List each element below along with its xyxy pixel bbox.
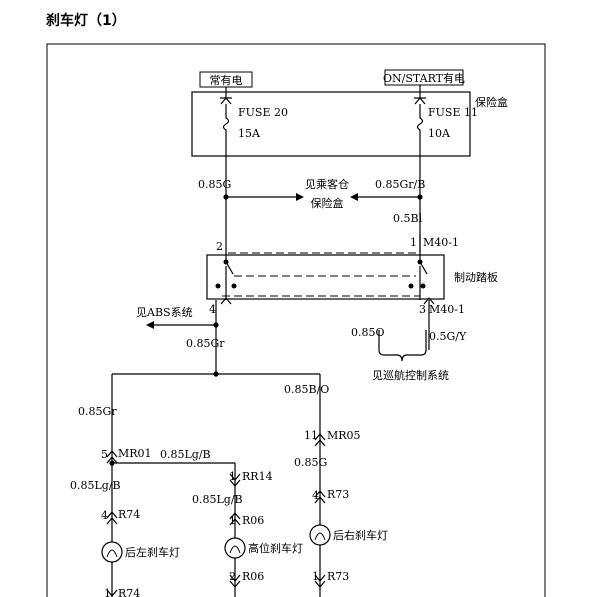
connector-icon [314, 574, 326, 588]
wire-label-w6: 0.85Lg/B [160, 448, 211, 461]
wire-label-w1: 0.85G [198, 178, 231, 191]
pedal-connector-top: M40-1 [423, 236, 459, 249]
wire-label-w11: 0.85O [351, 326, 385, 339]
source-left-label: 常有电 [210, 73, 243, 87]
pedal-connector-bottom: M40-1 [429, 303, 465, 316]
mr05-pin: 11 [304, 429, 318, 442]
pedal-pin-2: 2 [216, 240, 223, 253]
diagram-frame [46, 43, 546, 597]
arrow-left-icon [146, 321, 154, 329]
r74-label: R74 [118, 508, 140, 521]
connector-arrow-icon [220, 97, 232, 105]
brake-pedal-label: 制动踏板 [454, 270, 498, 284]
connector-icon [106, 511, 118, 525]
fuse-left-rating: 15A [238, 127, 261, 140]
wire-label-w9: 0.85B/O [284, 383, 329, 396]
fuse-right-rating: 10A [428, 127, 451, 140]
mr01-pin: 5 [101, 448, 108, 461]
lamp-high-label: 高位刹车灯 [248, 541, 303, 555]
ref-passenger-fuse: 见乘客仓 [305, 177, 349, 191]
wire-label-w7: 0.85Lg/B [70, 479, 121, 492]
wire-label-w8: 0.85Lg/B [192, 493, 243, 506]
r73-label: R73 [327, 488, 349, 501]
connector-icon [314, 490, 326, 504]
r73b-label: R73 [327, 570, 349, 583]
connector-icon [106, 450, 118, 464]
fuse-left-icon [222, 104, 230, 150]
wire-label-w2: 0.85Gr/B [375, 178, 425, 191]
fuse-left-name: FUSE 20 [238, 106, 288, 119]
r06-label: R06 [242, 514, 264, 527]
source-right-label: ON/START有电 [383, 71, 465, 85]
pedal-pin-4: 4 [209, 303, 216, 316]
wire-label-w5: 0.85Gr [78, 405, 117, 418]
arrow-left-icon [350, 193, 358, 201]
fuse-box [191, 91, 471, 157]
ref-passenger-fuse-2: 保险盒 [311, 196, 344, 210]
r74b-pin: 1 [104, 587, 111, 597]
fuse-right-name: FUSE 11 [428, 106, 478, 119]
lamp-right-icon [309, 524, 331, 546]
r74b-label: R74 [118, 587, 140, 597]
rr14-label: RR14 [242, 470, 273, 483]
ref-cruise: 见巡航控制系统 [372, 368, 449, 382]
r06b-label: R06 [242, 570, 264, 583]
r74-pin: 4 [101, 509, 108, 522]
mr05-label: MR05 [327, 429, 361, 442]
arrow-right-icon [296, 193, 304, 201]
pedal-pin-1: 1 [410, 236, 417, 249]
bracket [378, 349, 427, 362]
connector-icon [229, 512, 241, 526]
pedal-pin-3: 3 [419, 303, 426, 316]
connector-icon [229, 473, 241, 487]
brake-pedal-switch [206, 254, 445, 300]
wire-label-w10: 0.85G [294, 456, 327, 469]
r06b-pin: 2 [229, 570, 236, 583]
r06-pin: 1 [229, 514, 236, 527]
wire-label-w4: 0.85Gr [186, 337, 225, 350]
mr01-label: MR01 [118, 447, 152, 460]
lamp-high-icon [224, 537, 246, 559]
wire-label-w12: 0.5G/Y [429, 330, 467, 343]
connector-arrow-icon [414, 97, 426, 105]
lamp-right-label: 后右刹车灯 [333, 528, 388, 542]
ref-abs: 见ABS系统 [136, 306, 193, 319]
connector-icon [106, 589, 118, 597]
fuse-box-label: 保险盒 [475, 95, 508, 109]
page-title: 刹车灯（1） [46, 13, 126, 29]
lamp-left-label: 后左刹车灯 [125, 545, 180, 559]
wire-label-w3: 0.5Bl [393, 212, 423, 225]
connector-icon [314, 433, 326, 447]
source-right-box [384, 69, 464, 86]
lamp-left-icon [101, 541, 123, 563]
connector-icon [229, 574, 241, 588]
fuse-right-icon [416, 104, 424, 150]
